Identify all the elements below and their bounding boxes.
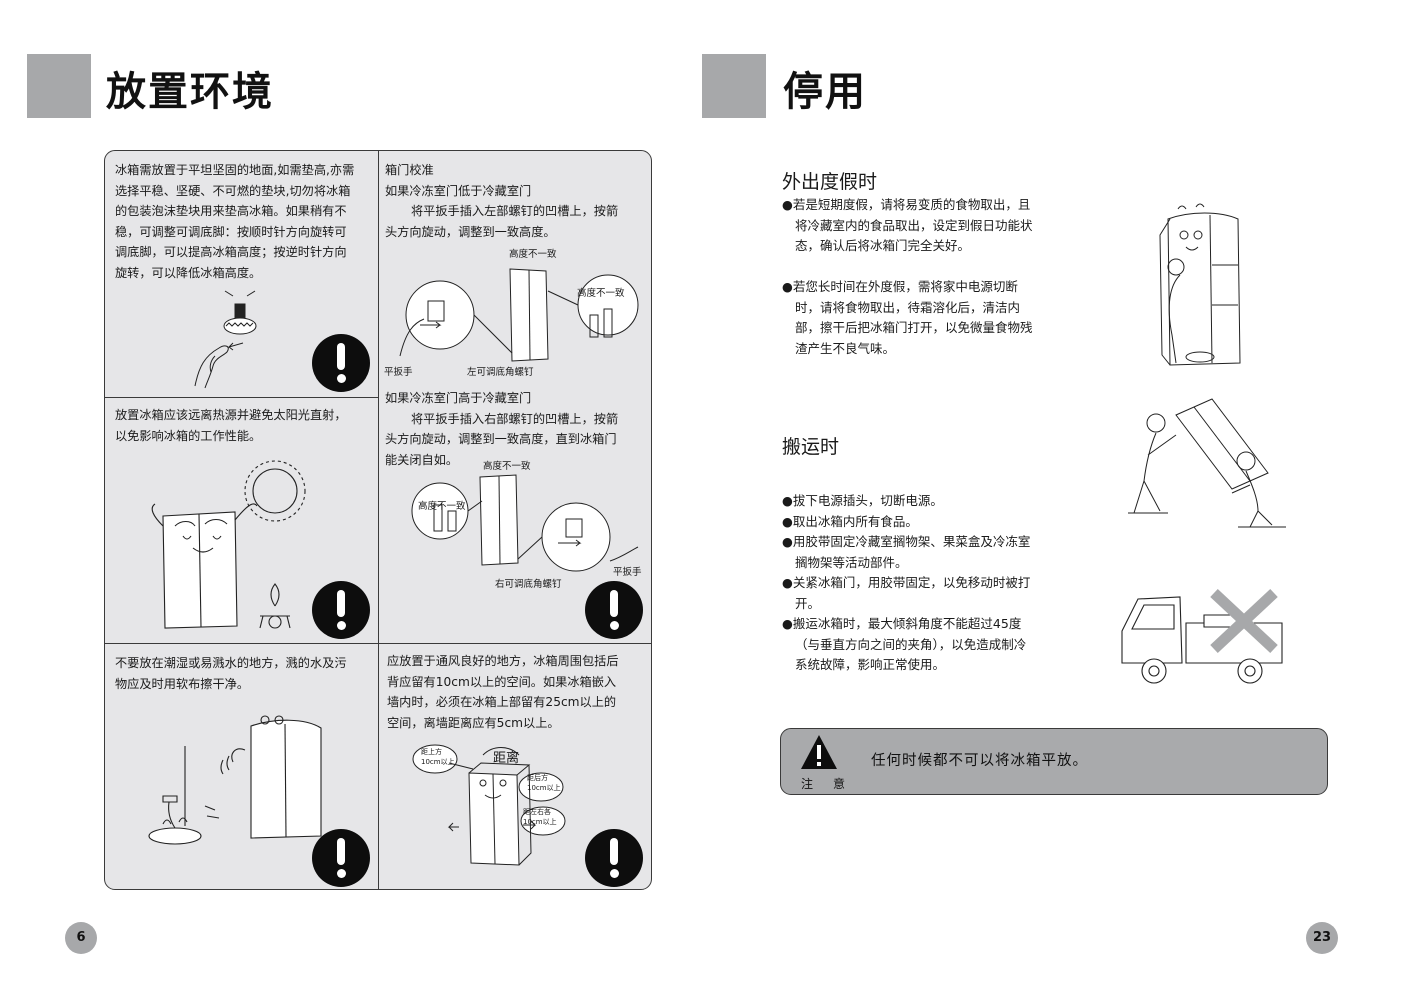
heat-instructions: 放置冰箱应该远离热源并避免太阳光直射， 以免影响冰箱的工作性能。 — [115, 408, 347, 443]
warning-icon — [312, 334, 370, 392]
door-adjust-left-illustration — [390, 261, 640, 369]
truck-illustration — [1118, 585, 1288, 690]
right-screw-label: 右可调底角螺钉 — [495, 579, 562, 590]
wrench-label: 平扳手 — [384, 367, 413, 378]
panel-divider-vertical — [378, 151, 380, 889]
fridge-avoid-water-illustration — [145, 706, 325, 851]
notice-text: 任何时候都不可以将冰箱平放。 — [871, 753, 1088, 769]
notice-label: 意 — [833, 777, 846, 791]
warning-icon — [312, 581, 370, 639]
level-instructions: 冰箱需放置于平坦坚固的地面,如需垫高,亦需 选择平稳、坚硬、不可燃的垫块,切勿将… — [115, 163, 355, 280]
fridge-avoid-heat-illustration — [145, 456, 315, 636]
moisture-instructions: 不要放在潮湿或易溅水的地方，溅的水及污 物应及时用软布擦干净。 — [115, 656, 347, 691]
height-mismatch-label: 高度不一致 — [483, 461, 531, 472]
warning-icon — [312, 829, 370, 887]
notice-banner: 注 意 任何时候都不可以将冰箱平放。 — [780, 728, 1328, 795]
distance-label: 距离 — [493, 751, 520, 766]
door-alignment-instructions: 箱门校准 如果冷冻室门低于冷藏室门 将平扳手插入左部螺钉的凹槽上，按箭 头方向旋… — [385, 163, 619, 239]
vacation-bullet: ●若您长时间在外度假，需将家中电源切断 时，请将食物取出，待霜溶化后，清洁内 部… — [782, 279, 1033, 356]
warning-triangle-icon — [801, 735, 837, 769]
placement-panel: 冰箱需放置于平坦坚固的地面,如需垫高,亦需 选择平稳、坚硬、不可燃的垫块,切勿将… — [104, 150, 652, 890]
warning-icon — [585, 581, 643, 639]
page-title-left: 放置环境 — [106, 69, 274, 115]
open-fridge-illustration — [1150, 205, 1260, 370]
title-block-left — [27, 54, 91, 118]
carry-fridge-illustration — [1128, 395, 1288, 530]
door-adjust-right-illustration — [390, 471, 640, 581]
height-mismatch-label: 高度不一致 — [509, 249, 557, 260]
fridge-clearance-illustration — [413, 741, 563, 871]
title-block-right — [702, 54, 766, 118]
page-title-right: 停用 — [783, 69, 867, 115]
vacation-heading: 外出度假时 — [782, 171, 878, 193]
height-mismatch-label: 高度不一致 — [577, 288, 625, 299]
panel-divider — [379, 643, 651, 645]
ventilation-instructions: 应放置于通风良好的地方，冰箱周围包括后 背应留有10cm以上的空间。如果冰箱嵌入… — [387, 654, 619, 730]
wrench-label: 平扳手 — [613, 567, 642, 578]
warning-icon — [585, 829, 643, 887]
left-screw-label: 左可调底角螺钉 — [467, 367, 534, 378]
door-alignment-instructions-2: 如果冷冻室门高于冷藏室门 将平扳手插入右部螺钉的凹槽上，按箭 头方向旋动，调整到… — [385, 391, 619, 467]
vacation-bullet: ●若是短期度假，请将易变质的食物取出，且 将冷藏室内的食品取出，设定到假日功能状… — [782, 197, 1033, 253]
height-mismatch-label: 高度不一致 — [418, 501, 466, 512]
panel-divider — [105, 643, 379, 645]
notice-label: 注 — [801, 777, 814, 791]
page-number-right: 23 — [1306, 922, 1338, 954]
adjustable-foot-illustration — [185, 286, 295, 391]
page-number-left: 6 — [65, 922, 97, 954]
moving-heading: 搬运时 — [782, 436, 840, 458]
moving-bullets: ●拔下电源插头，切断电源。 ●取出冰箱内所有食品。 ●用胶带固定冷藏室搁物架、果… — [782, 493, 1031, 672]
panel-divider — [105, 397, 379, 399]
